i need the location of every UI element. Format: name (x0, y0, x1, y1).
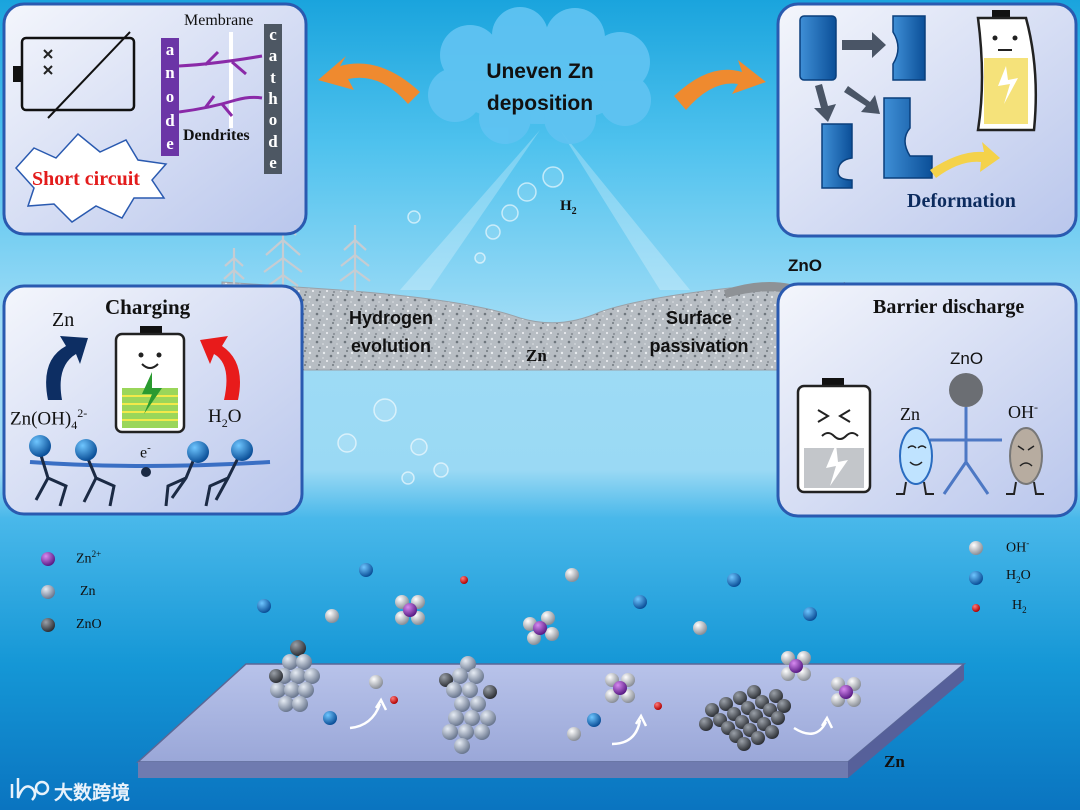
zn-label: Zn (52, 309, 75, 331)
h2-bubble-label: H2 (560, 198, 577, 217)
cathode-letter: h (268, 88, 278, 108)
legend-zn-label: Zn (80, 584, 96, 599)
sad-battery-icon (796, 378, 872, 494)
light-rays (400, 130, 690, 290)
zno-figure-label: ZnO (950, 349, 984, 368)
anode-letter: e (166, 134, 174, 154)
watermark-logo (10, 778, 50, 801)
center-title-line1: Uneven Zn (486, 60, 594, 83)
water-label: H2O (208, 406, 242, 430)
dendrite-branches (178, 50, 263, 117)
cloud (428, 7, 651, 144)
h2o-up-arrow (200, 336, 240, 400)
short-battery-icon (13, 31, 136, 119)
reaction-arrows (349, 697, 834, 746)
cathode-letter: a (268, 46, 278, 66)
zn-cluster-1 (269, 640, 320, 712)
zno-stick-figure (896, 373, 1044, 495)
anode-zn-label: Zn (526, 346, 547, 365)
watermark-text: 大数跨境 (54, 783, 131, 804)
cathode-bar (264, 24, 282, 174)
electron-label: e- (140, 442, 151, 462)
figure-heads (29, 435, 253, 463)
legend-h2-label: H2 (1012, 598, 1027, 615)
tug-of-war-figures (29, 451, 271, 507)
deformation-blocks (799, 15, 933, 189)
zn-figure-label: Zn (900, 404, 920, 424)
short-circuit-label: Short circuit (32, 168, 140, 190)
cathode-letter: d (268, 131, 278, 151)
legend-h2o-label: H2O (1006, 568, 1031, 585)
anode-letter: d (165, 110, 175, 130)
legend-zno-label: ZnO (76, 617, 102, 632)
charging-battery-icon (114, 326, 186, 434)
cathode-letter: o (268, 110, 278, 130)
legend-right-markers (969, 541, 983, 612)
dendrites-label: Dendrites (183, 127, 250, 144)
h2-bubbles (337, 166, 564, 485)
anode-letter: n (165, 63, 175, 83)
center-title: Uneven Zn deposition (470, 56, 610, 120)
barrier-title: Barrier discharge (873, 296, 1025, 318)
center-title-line2: deposition (486, 92, 594, 115)
legend-left-markers (41, 552, 55, 632)
zincate-label: Zn(OH)42- (10, 406, 88, 433)
legend-zn2-label: Zn2+ (76, 549, 102, 567)
floating-species (257, 563, 817, 741)
charging-title: Charging (105, 295, 191, 319)
cathode-letter: c (269, 24, 277, 44)
plate-zn-label: Zn (884, 752, 905, 771)
membrane-line (229, 32, 233, 128)
zno-film (699, 685, 791, 751)
deformation-label: Deformation (907, 190, 1016, 212)
membrane-label: Membrane (184, 12, 254, 29)
legend-oh-label: OH- (1006, 538, 1030, 556)
cathode-letter: t (270, 67, 276, 87)
yellow-arrow (930, 142, 1000, 178)
short-circuit-burst (14, 132, 168, 223)
anode-bar (161, 38, 179, 156)
zincate-complexes (395, 595, 861, 707)
zn-up-arrow (46, 336, 88, 400)
anode-letter: a (165, 39, 175, 59)
zno-layer-label: ZnO (788, 256, 822, 275)
deformation-arrows (814, 32, 886, 122)
zn-particle (899, 427, 933, 485)
cathode-letter: e (269, 153, 277, 173)
anode-letter: o (165, 86, 175, 106)
zn-cluster-2 (439, 656, 497, 754)
deformed-battery-icon (976, 10, 1038, 132)
electron-dot (141, 467, 151, 477)
oh-figure-label: OH- (1008, 400, 1038, 422)
oh-particle (1009, 427, 1043, 485)
